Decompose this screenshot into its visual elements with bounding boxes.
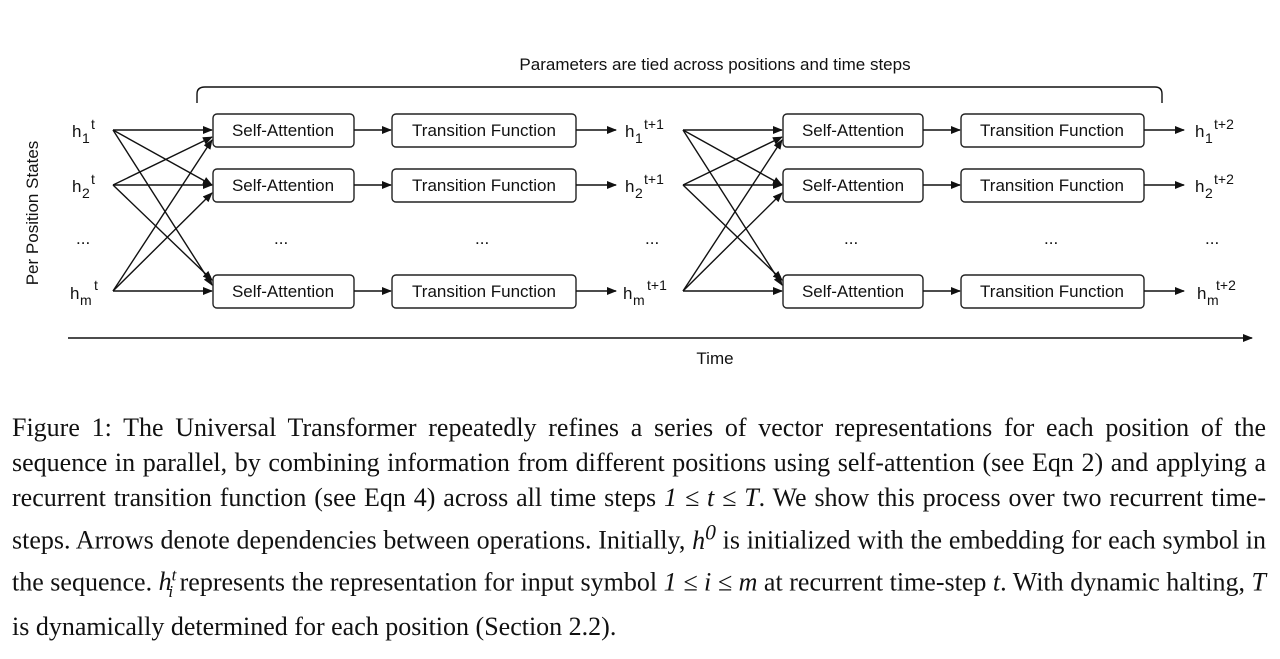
ellipsis-self-attention-col2: ... [844,229,858,248]
svg-text:m: m [1207,292,1219,308]
state-hm-t1: h m t+1 [623,277,667,308]
figure-label: Figure 1: [12,413,112,442]
self-attention-box: Self-Attention [782,113,924,148]
transition-function-box: Transition Function [391,113,577,148]
svg-text:Transition Function: Transition Function [412,176,556,195]
svg-text:Transition Function: Transition Function [980,176,1124,195]
caption-math: T [1251,567,1266,597]
svg-text:Self-Attention: Self-Attention [802,121,904,140]
caption-text: . With dynamic halting, [1000,567,1252,597]
bracket-label: Parameters are tied across positions and… [519,55,910,74]
state-h1-t2: h 1 t+2 [1195,116,1234,146]
self-attention-dependencies-step1 [112,126,213,295]
ellipsis-transition-col2: ... [1044,229,1058,248]
svg-text:h: h [1195,122,1204,141]
ellipsis-self-attention-col1: ... [274,229,288,248]
ellipsis-states-col1: ... [645,229,659,248]
transition-function-box: Transition Function [391,168,577,203]
ellipsis-states-col2: ... [1205,229,1219,248]
svg-text:Self-Attention: Self-Attention [232,121,334,140]
universal-transformer-diagram: Parameters are tied across positions and… [23,55,1253,368]
svg-text:1: 1 [635,130,643,146]
svg-text:Transition Function: Transition Function [412,282,556,301]
parameter-tying-bracket [196,86,1163,103]
caption-text: The Universal Transformer repeatedly ref… [12,413,1267,512]
svg-text:t+2: t+2 [1214,171,1234,187]
svg-text:h: h [70,284,79,303]
caption-text: is dynamically determined for each posit… [12,611,617,641]
caption-text: is initialized with the embedding for ea… [12,525,1266,597]
svg-text:t+2: t+2 [1214,116,1234,132]
svg-text:1: 1 [82,130,90,146]
x-axis-label: Time [696,349,733,368]
y-axis-label: Per Position States [23,141,42,286]
self-attention-box: Self-Attention [782,274,924,309]
state-h2-t1: h 2 t+1 [625,171,664,201]
caption-math: t [992,567,1001,597]
transition-function-box: Transition Function [960,168,1145,203]
svg-text:t+2: t+2 [1216,277,1236,293]
state-h1-t: h 1 t [72,116,95,146]
svg-text:2: 2 [635,185,643,201]
self-attention-box: Self-Attention [212,168,355,203]
caption-math: 1 ≤ t ≤ T [663,483,759,512]
svg-text:t+1: t+1 [647,277,667,293]
svg-text:Transition Function: Transition Function [980,121,1124,140]
state-h1-t1: h 1 t+1 [625,116,664,146]
svg-text:2: 2 [1205,185,1213,201]
state-hm-t2: h m t+2 [1197,277,1236,308]
self-attention-box: Self-Attention [782,168,924,203]
svg-text:Self-Attention: Self-Attention [802,282,904,301]
svg-text:h: h [1195,177,1204,196]
self-attention-box: Self-Attention [212,274,355,309]
svg-text:h: h [1197,284,1206,303]
svg-text:h: h [72,122,81,141]
svg-text:h: h [623,284,632,303]
svg-text:m: m [80,292,92,308]
svg-text:m: m [633,292,645,308]
svg-text:t: t [94,277,98,293]
transition-function-box: Transition Function [391,274,577,309]
svg-text:h: h [625,122,634,141]
caption-math: h0 [692,520,716,555]
transition-function-box: Transition Function [960,274,1145,309]
svg-text:t: t [91,116,95,132]
caption-text: . We show this process over two recurren… [12,483,1266,555]
svg-text:1: 1 [1205,130,1213,146]
svg-text:Self-Attention: Self-Attention [802,176,904,195]
state-h2-t2: h 2 t+2 [1195,171,1234,201]
ellipsis-transition-col1: ... [475,229,489,248]
transition-function-box: Transition Function [960,113,1145,148]
state-hm-t: h m t [70,277,98,308]
svg-text:h: h [625,177,634,196]
svg-text:t+1: t+1 [644,171,664,187]
caption-text: represents the representation for input … [173,567,664,597]
ellipsis-states-col0: ... [76,229,90,248]
caption-math: hti [158,565,177,601]
self-attention-box: Self-Attention [212,113,355,148]
caption-text: at recurrent time-step [757,567,993,597]
svg-text:t+1: t+1 [644,116,664,132]
svg-text:Transition Function: Transition Function [980,282,1124,301]
svg-text:h: h [72,177,81,196]
svg-text:Transition Function: Transition Function [412,121,556,140]
state-h2-t: h 2 t [72,171,95,201]
figure-caption: Figure 1: The Universal Transformer repe… [12,410,1266,644]
svg-text:2: 2 [82,185,90,201]
svg-text:Self-Attention: Self-Attention [232,282,334,301]
caption-math: 1 ≤ i ≤ m [663,567,758,597]
svg-text:t: t [91,171,95,187]
self-attention-dependencies-step2 [682,126,783,295]
svg-text:Self-Attention: Self-Attention [232,176,334,195]
